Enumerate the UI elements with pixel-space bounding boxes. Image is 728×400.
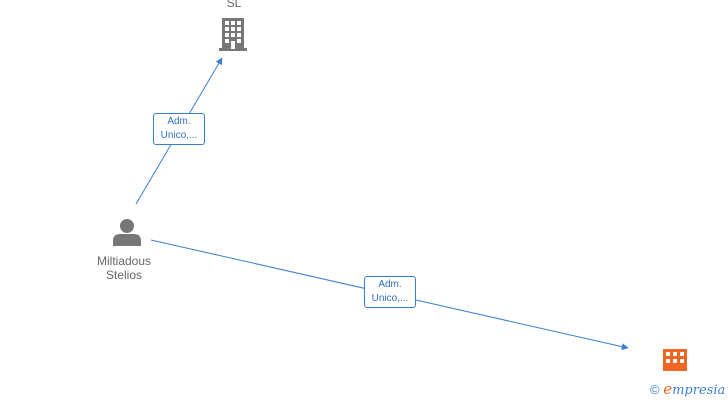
building-icon[interactable]	[219, 18, 250, 51]
copyright-symbol: ©	[650, 382, 660, 397]
person-label-line2: Stelios	[105, 268, 143, 282]
person-icon[interactable]	[112, 218, 142, 246]
edge-label-bottom[interactable]: Adm. Unico,...	[364, 276, 416, 308]
brand-name: mpresia	[672, 383, 726, 398]
edge-label-bottom-line2: Unico,...	[371, 293, 409, 304]
edge-label-top-line1: Adm.	[167, 116, 191, 127]
person-label-line1: Miltiadous	[96, 254, 152, 268]
edge-label-top-line2: Unico,...	[160, 130, 198, 141]
building-icon-highlighted[interactable]	[663, 349, 687, 371]
brand-initial: e	[663, 380, 673, 398]
edge-label-bottom-line1: Adm.	[378, 279, 402, 290]
person-label: Miltiadous Stelios	[84, 254, 164, 282]
empresia-watermark: © empresia	[650, 380, 728, 400]
edge-label-top[interactable]: Adm. Unico,...	[153, 113, 205, 145]
company-top-label: SL	[226, 0, 242, 10]
